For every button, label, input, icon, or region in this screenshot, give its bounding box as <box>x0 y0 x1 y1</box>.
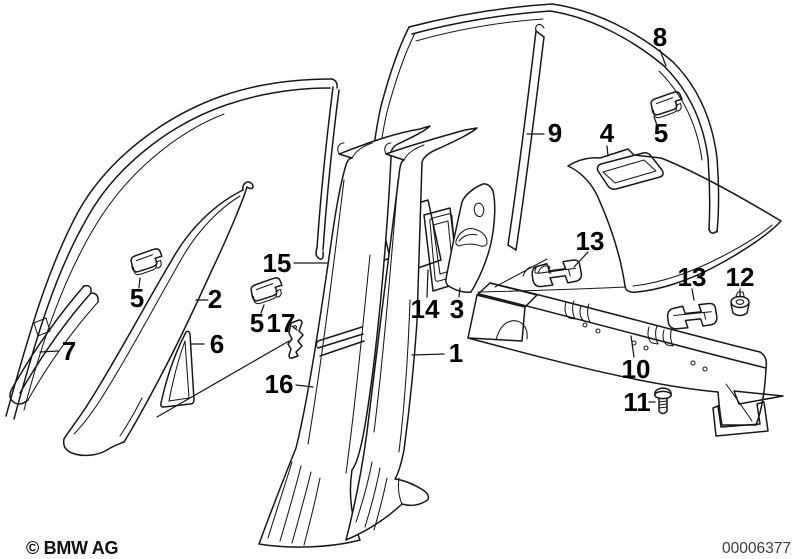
callout-2: 2 <box>208 284 222 314</box>
callout-17: 17 <box>267 308 296 338</box>
clip-part5-mid <box>249 276 286 306</box>
callout-5a: 5 <box>130 283 144 313</box>
callout-13b: 13 <box>678 262 707 292</box>
callout-14: 14 <box>411 294 440 324</box>
clip-part13-right <box>665 299 719 334</box>
callout-1: 1 <box>449 338 463 368</box>
screw-part11 <box>655 388 671 414</box>
trim-panel-part3 <box>446 184 495 292</box>
callout-6: 6 <box>210 329 224 359</box>
sill-trim-part10 <box>468 283 783 436</box>
pillar-trim-part1 <box>346 128 477 540</box>
document-number: 00006377 <box>722 540 791 557</box>
callout-5c: 5 <box>654 118 668 148</box>
front-door-seal-part7 <box>6 79 339 419</box>
callout-13a: 13 <box>576 226 605 256</box>
callout-11: 11 <box>623 387 651 417</box>
copyright-text: © BMW AG <box>26 538 118 558</box>
clip-part13-left <box>530 257 583 290</box>
callout-9: 9 <box>548 118 562 148</box>
clip-part5-left <box>129 247 166 277</box>
callout-12: 12 <box>726 262 755 292</box>
callout-10: 10 <box>622 354 651 384</box>
callout-5b: 5 <box>250 308 264 338</box>
callout-16: 16 <box>265 369 294 399</box>
callout-7: 7 <box>62 336 76 366</box>
callout-4: 4 <box>600 118 615 148</box>
callout-8: 8 <box>653 22 667 52</box>
b-pillar-trim-parts15-16 <box>259 126 430 547</box>
window-guide-part9 <box>508 24 544 250</box>
c-pillar-panel-part4 <box>568 149 781 292</box>
a-pillar-trim-part2 <box>64 182 253 455</box>
leader-lines <box>40 50 740 417</box>
callout-15: 15 <box>263 248 292 278</box>
shelf-edge-lines <box>478 259 626 292</box>
callout-labels: 8 5 4 9 13 13 12 15 5 2 5 17 6 7 14 3 1 … <box>62 22 755 417</box>
callout-3: 3 <box>450 294 464 324</box>
